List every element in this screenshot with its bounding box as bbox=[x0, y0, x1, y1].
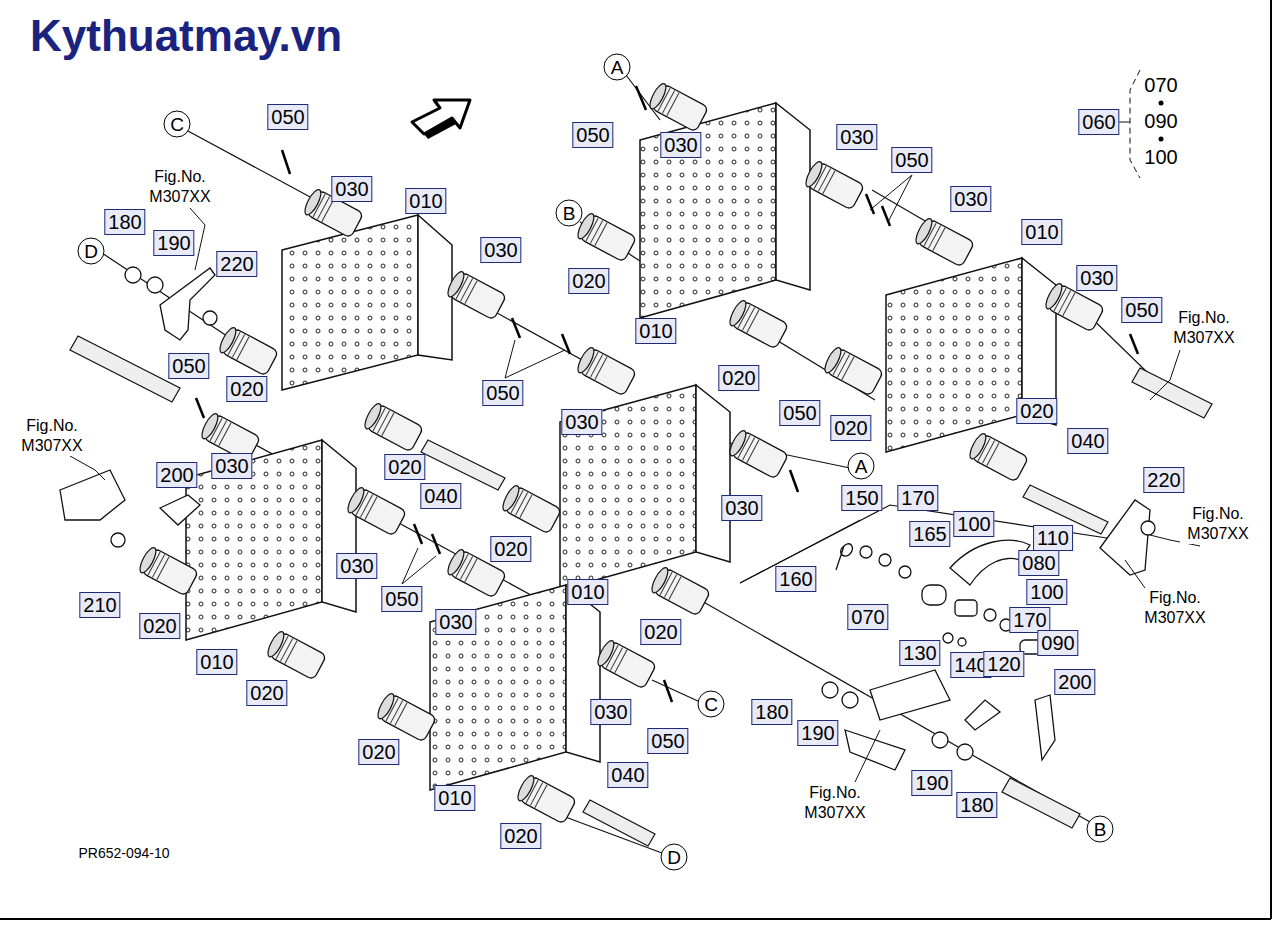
callout-number: 050 bbox=[267, 104, 308, 130]
callout-number: 100 bbox=[953, 511, 994, 537]
option-number: 100 bbox=[1143, 146, 1178, 168]
callout-number: 020 bbox=[490, 536, 531, 562]
figure-reference: Fig.No. M307XX bbox=[142, 167, 218, 207]
callout-number: 220 bbox=[1143, 467, 1184, 493]
callout-number: 210 bbox=[79, 592, 120, 618]
figure-reference: Fig.No. M307XX bbox=[797, 783, 873, 823]
figure-reference: Fig.No. M307XX bbox=[1137, 588, 1213, 628]
callout-number: 010 bbox=[635, 318, 676, 344]
reference-letter: C bbox=[698, 691, 725, 718]
callout-number: 030 bbox=[950, 186, 991, 212]
callout-number: 200 bbox=[1054, 669, 1095, 695]
figure-reference: Fig.No. M307XX bbox=[14, 416, 90, 456]
callout-number: 050 bbox=[572, 122, 613, 148]
option-number: 090 bbox=[1143, 110, 1178, 132]
callout-number: 010 bbox=[405, 188, 446, 214]
callout-number: 050 bbox=[891, 147, 932, 173]
callout-number: 050 bbox=[647, 728, 688, 754]
figure-reference: Fig.No. M307XX bbox=[1166, 308, 1242, 348]
callout-number: 150 bbox=[841, 485, 882, 511]
callout-number: 030 bbox=[480, 237, 521, 263]
callout-number: 010 bbox=[567, 579, 608, 605]
callout-number: 080 bbox=[1018, 550, 1059, 576]
callout-number: 050 bbox=[1121, 297, 1162, 323]
callout-number: 020 bbox=[384, 454, 425, 480]
callout-number: 030 bbox=[211, 453, 252, 479]
callout-number: 020 bbox=[640, 619, 681, 645]
callout-number: 160 bbox=[775, 566, 816, 592]
callout-number: 020 bbox=[246, 680, 287, 706]
callout-number: 030 bbox=[836, 124, 877, 150]
callout-number: 030 bbox=[721, 495, 762, 521]
callout-number: 070 bbox=[847, 604, 888, 630]
reference-letter: D bbox=[661, 844, 688, 871]
callout-number: 040 bbox=[607, 762, 648, 788]
callout-number: 020 bbox=[500, 823, 541, 849]
callout-number: 030 bbox=[660, 132, 701, 158]
callout-number: 020 bbox=[358, 739, 399, 765]
callout-number: 200 bbox=[156, 462, 197, 488]
callout-number: 090 bbox=[1037, 630, 1078, 656]
callout-number: 030 bbox=[336, 553, 377, 579]
callout-number: 190 bbox=[797, 720, 838, 746]
callout-number: 020 bbox=[718, 365, 759, 391]
callout-number: 010 bbox=[434, 785, 475, 811]
callout-number: 130 bbox=[899, 640, 940, 666]
callout-number: 165 bbox=[909, 521, 950, 547]
callout-number: 170 bbox=[897, 485, 938, 511]
callout-number: 050 bbox=[381, 586, 422, 612]
callout-number: 020 bbox=[568, 268, 609, 294]
callout-number: 030 bbox=[331, 176, 372, 202]
callout-number: 110 bbox=[1033, 525, 1073, 551]
callout-number: 010 bbox=[196, 649, 237, 675]
callout-number: 010 bbox=[1021, 219, 1062, 245]
callout-number: 220 bbox=[216, 251, 257, 277]
reference-letter: D bbox=[78, 238, 105, 265]
figure-reference: Fig.No. M307XX bbox=[1180, 504, 1256, 544]
callout-number: 030 bbox=[590, 699, 631, 725]
reference-letter: C bbox=[164, 111, 191, 138]
callout-number: 190 bbox=[153, 230, 194, 256]
callout-number: 050 bbox=[482, 380, 523, 406]
callout-number: 030 bbox=[561, 409, 602, 435]
drawing-code: PR652-094-10 bbox=[77, 846, 170, 861]
callout-number: 040 bbox=[1067, 428, 1108, 454]
reference-letter: A bbox=[848, 453, 875, 480]
callout-number: 180 bbox=[104, 209, 145, 235]
reference-letter: B bbox=[1087, 816, 1114, 843]
callout-number: 050 bbox=[779, 400, 820, 426]
callout-number: 050 bbox=[168, 353, 209, 379]
callout-number: 040 bbox=[420, 483, 461, 509]
callout-number: 180 bbox=[751, 699, 792, 725]
reference-letter: B bbox=[556, 200, 583, 227]
callout-number: 120 bbox=[983, 651, 1024, 677]
callout-number: 180 bbox=[956, 792, 997, 818]
callout-number: 030 bbox=[1076, 265, 1117, 291]
option-number: 070 bbox=[1143, 74, 1178, 96]
reference-letter: A bbox=[604, 54, 631, 81]
callout-number: 190 bbox=[911, 770, 952, 796]
callout-number: 020 bbox=[1016, 398, 1057, 424]
callout-number: 020 bbox=[226, 376, 267, 402]
callout-number: 100 bbox=[1026, 579, 1067, 605]
callout-number: 030 bbox=[435, 609, 476, 635]
callout-number: 020 bbox=[830, 415, 871, 441]
callout-number: 020 bbox=[139, 613, 180, 639]
watermark: Kythuatmay.vn bbox=[30, 12, 342, 60]
callout-number: 060 bbox=[1078, 109, 1119, 135]
